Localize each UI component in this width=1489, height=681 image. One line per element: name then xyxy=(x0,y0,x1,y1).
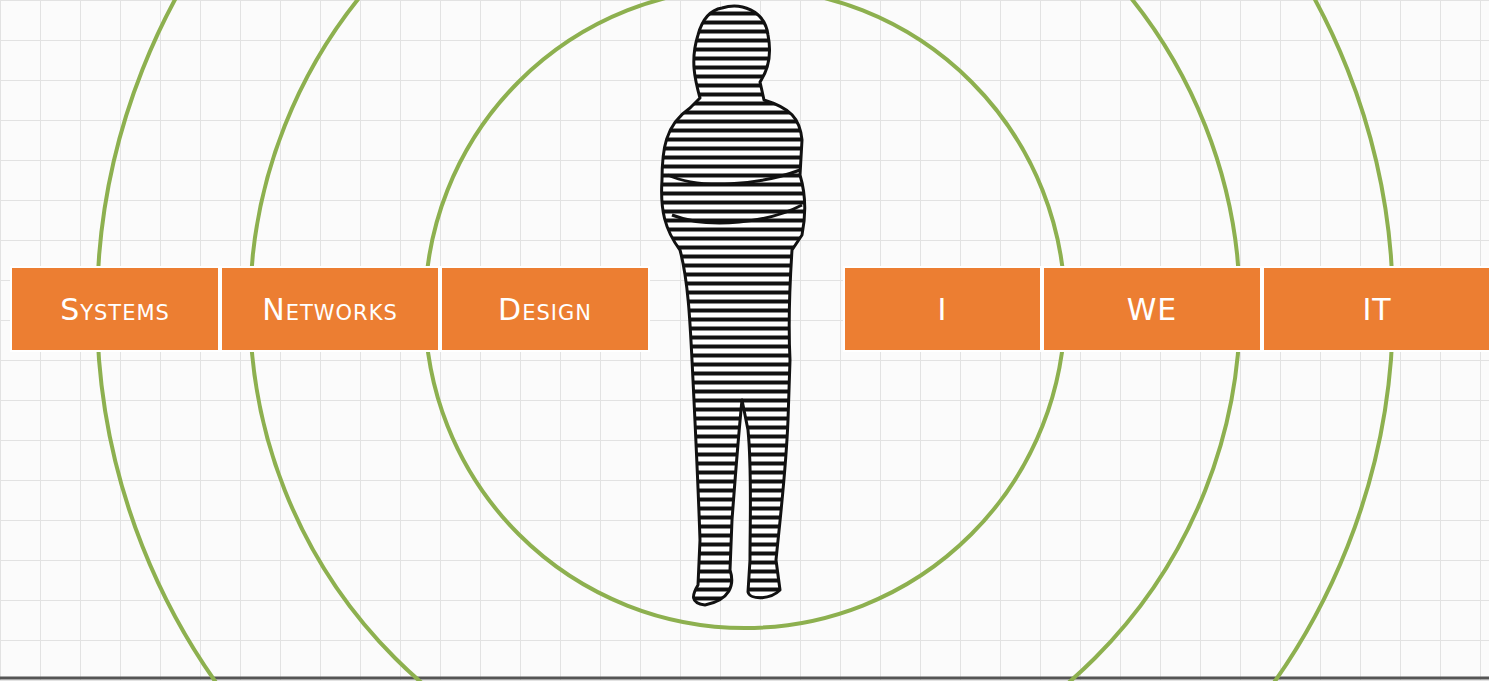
box-label: Networks xyxy=(262,292,398,327)
orange-band-box: IT xyxy=(1262,266,1489,352)
crossed-arms xyxy=(668,170,802,223)
person-silhouette xyxy=(662,6,805,605)
orange-band-box: Design xyxy=(440,266,650,352)
bottom-edge xyxy=(0,677,1489,680)
box-label: IT xyxy=(1362,292,1391,327)
box-label: Design xyxy=(498,292,592,327)
orange-band-box: WE xyxy=(1042,266,1262,352)
box-label: Systems xyxy=(60,292,170,327)
box-label: I xyxy=(938,292,948,327)
orange-band-box: Systems xyxy=(10,266,220,352)
orange-band-box: Networks xyxy=(220,266,440,352)
orange-band-box: I xyxy=(843,266,1042,352)
outer-ring xyxy=(97,0,1393,681)
inner-ring xyxy=(425,0,1065,628)
concentric-rings xyxy=(97,0,1393,681)
box-label: WE xyxy=(1127,292,1178,327)
